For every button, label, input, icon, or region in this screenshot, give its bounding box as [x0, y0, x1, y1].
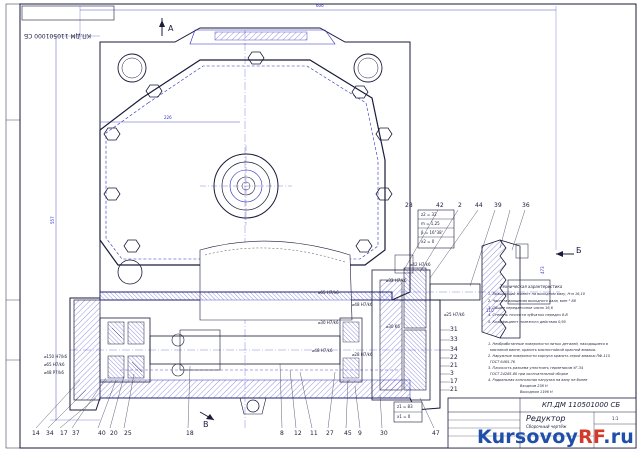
fit-label: ⌀48 P7/k6: [44, 370, 64, 375]
callout-number: 30: [380, 430, 388, 437]
callout-number: 11: [310, 430, 318, 437]
fit-label: ⌀25 H7/k6: [444, 312, 465, 317]
callout-number: 47: [432, 430, 440, 437]
callout-number: 34: [46, 430, 54, 437]
callout-number: 28: [405, 202, 413, 209]
callout-number: 9: [358, 430, 362, 437]
tech-line: 1. Вращающий момент на выходном валу, Н·…: [488, 292, 586, 296]
note-line: ГОСТ 6465-76: [490, 360, 516, 364]
note-line: 3. Плоскость разъема уплотнить герметико…: [488, 366, 584, 370]
callout-number: 22: [450, 354, 458, 361]
rotated-stamp: КП.ДМ 110501000 СБ: [24, 32, 92, 39]
section-v-label: В: [203, 420, 209, 429]
tech-line: 5. Коэффициент полезного действия 0,95: [488, 320, 566, 324]
section-b-label: Б: [576, 246, 582, 255]
callout-number: 27: [326, 430, 334, 437]
tech-line: 4. Степень точности зубчатых передач 8-B: [488, 313, 568, 317]
gear-param-x1: x1 = 0: [397, 414, 411, 419]
callout-number: 21: [450, 362, 458, 369]
callout-number: 8: [280, 430, 284, 437]
dim-473: 473: [540, 266, 545, 274]
callout-number: 34: [450, 346, 458, 353]
callout-number: 14: [32, 430, 40, 437]
gear-param-x2: x2 = 0: [421, 239, 435, 244]
note-line: 1. Необработанные поверхности литых дета…: [488, 342, 608, 346]
tech-line: 3. Общее передаточное число 16,6: [488, 306, 553, 310]
callout-number: 17: [450, 378, 458, 385]
callout-number: 39: [494, 202, 502, 209]
callout-number: 42: [436, 202, 444, 209]
callout-number: 12: [294, 430, 302, 437]
callout-number: 44: [475, 202, 483, 209]
dim-height: 557: [50, 216, 55, 224]
callout-number: 40: [98, 430, 106, 437]
tech-line: 2. Частота вращения выходного вала, мин⁻…: [488, 299, 576, 303]
note-line: ГОСТ 24285-80 при окончательной сборке: [490, 372, 569, 376]
callout-number: 25: [124, 430, 132, 437]
callout-number: 20: [110, 430, 118, 437]
callout-number: 45: [344, 430, 352, 437]
note-line: 4. Радиальная консольная нагрузка на вал…: [488, 378, 588, 382]
kursovoyrf-logo: KursovoyRF.ru: [477, 426, 634, 448]
gear-param-beta: β = 16°38': [421, 230, 443, 235]
dim-226: 226: [164, 115, 172, 120]
fit-label: ⌀65 H7/h6: [318, 290, 339, 295]
gear-param-m: m = 1,25: [421, 221, 440, 226]
dim-110: 110: [486, 308, 494, 313]
callout-number: 31: [450, 326, 458, 333]
fit-label: ⌀48 H7/k6: [312, 348, 333, 353]
callout-number: 18: [186, 430, 194, 437]
title-block-code: КП.ДМ 110501000 СБ: [542, 401, 621, 409]
note-line: масляной ванне, красить маслостойкой кра…: [490, 348, 597, 352]
callout-number: 36: [522, 202, 530, 209]
callout-number: 37: [72, 430, 80, 437]
callout-number: 21: [450, 386, 458, 393]
title-block-scale: 1:1: [612, 416, 619, 421]
note-line: Входном 238 Н: [520, 384, 548, 388]
fit-label: ⌀30 K6: [386, 324, 400, 329]
fit-label: ⌀150 H7/k6: [44, 354, 68, 359]
tech-title: Техническая характеристика: [500, 284, 563, 289]
title-block-name: Редуктор: [526, 414, 566, 423]
callout-number: 3: [450, 370, 454, 377]
gear-param-z2: z2 = 32: [421, 212, 437, 217]
note-line: 2. Наружные поверхности корпуса красить …: [488, 354, 611, 358]
logo-part: .ru: [603, 426, 634, 448]
callout-number: 2: [458, 202, 462, 209]
gear-param-z1: z1 = 83: [397, 404, 413, 409]
fit-label: ⌀32 H7/k6: [386, 278, 407, 283]
fit-label: ⌀28 H7/k6: [352, 352, 373, 357]
callout-number: 33: [450, 336, 458, 343]
logo-part: Kursovoy: [476, 426, 579, 448]
note-line: Выходном 1196 Н: [520, 390, 553, 394]
section-a-label: А: [168, 24, 174, 33]
fit-label: ⌀42 H7/k6: [410, 262, 431, 267]
dim-overall-width: 606: [316, 3, 324, 8]
fit-label: ⌀65 H7/k6: [44, 362, 65, 367]
title-block-subtitle: Сборочный чертёж: [526, 424, 567, 429]
fit-label: ⌀30 H7/k6: [318, 320, 339, 325]
callout-number: 17: [60, 430, 68, 437]
logo-part: RF: [578, 426, 604, 448]
fit-label: ⌀48 H7/k6: [352, 302, 373, 307]
